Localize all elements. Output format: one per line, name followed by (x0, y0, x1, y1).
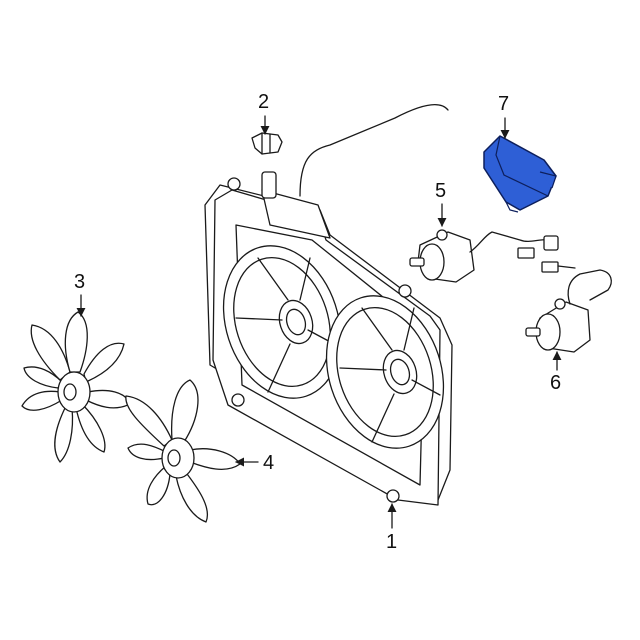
callout-4: 4 (263, 452, 274, 474)
fan-blade-right[interactable] (125, 379, 241, 523)
shroud-reservoir (261, 189, 331, 239)
shroud-mount-tab-bottom (386, 489, 400, 503)
callout-1: 1 (386, 531, 397, 553)
fan-blade-left[interactable] (21, 311, 131, 463)
clip-part[interactable] (251, 132, 283, 155)
shroud-fan-opening-right (325, 295, 445, 449)
shroud-hose (299, 104, 449, 197)
shroud-mount-tab-right (398, 284, 412, 298)
callout-5: 5 (435, 180, 446, 202)
motor-upper-connector (517, 247, 535, 259)
callout-6: 6 (550, 372, 561, 394)
shroud-mount-tab-left (231, 393, 245, 407)
callout-2: 2 (258, 91, 269, 113)
fan-hub-right (161, 437, 195, 479)
fan-control-module[interactable] (483, 135, 557, 213)
reservoir-neck (261, 171, 277, 199)
fan-motor-lower[interactable] (525, 261, 612, 353)
fan-motor-upper[interactable] (409, 229, 559, 283)
shroud-mount-tab-top (227, 177, 241, 191)
fan-shroud[interactable] (204, 104, 463, 506)
callout-3: 3 (74, 271, 85, 293)
motor-lower-connector (541, 261, 559, 273)
fan-hub-left (57, 371, 91, 413)
callout-7: 7 (498, 93, 509, 115)
shroud-fan-opening-left (222, 245, 342, 399)
